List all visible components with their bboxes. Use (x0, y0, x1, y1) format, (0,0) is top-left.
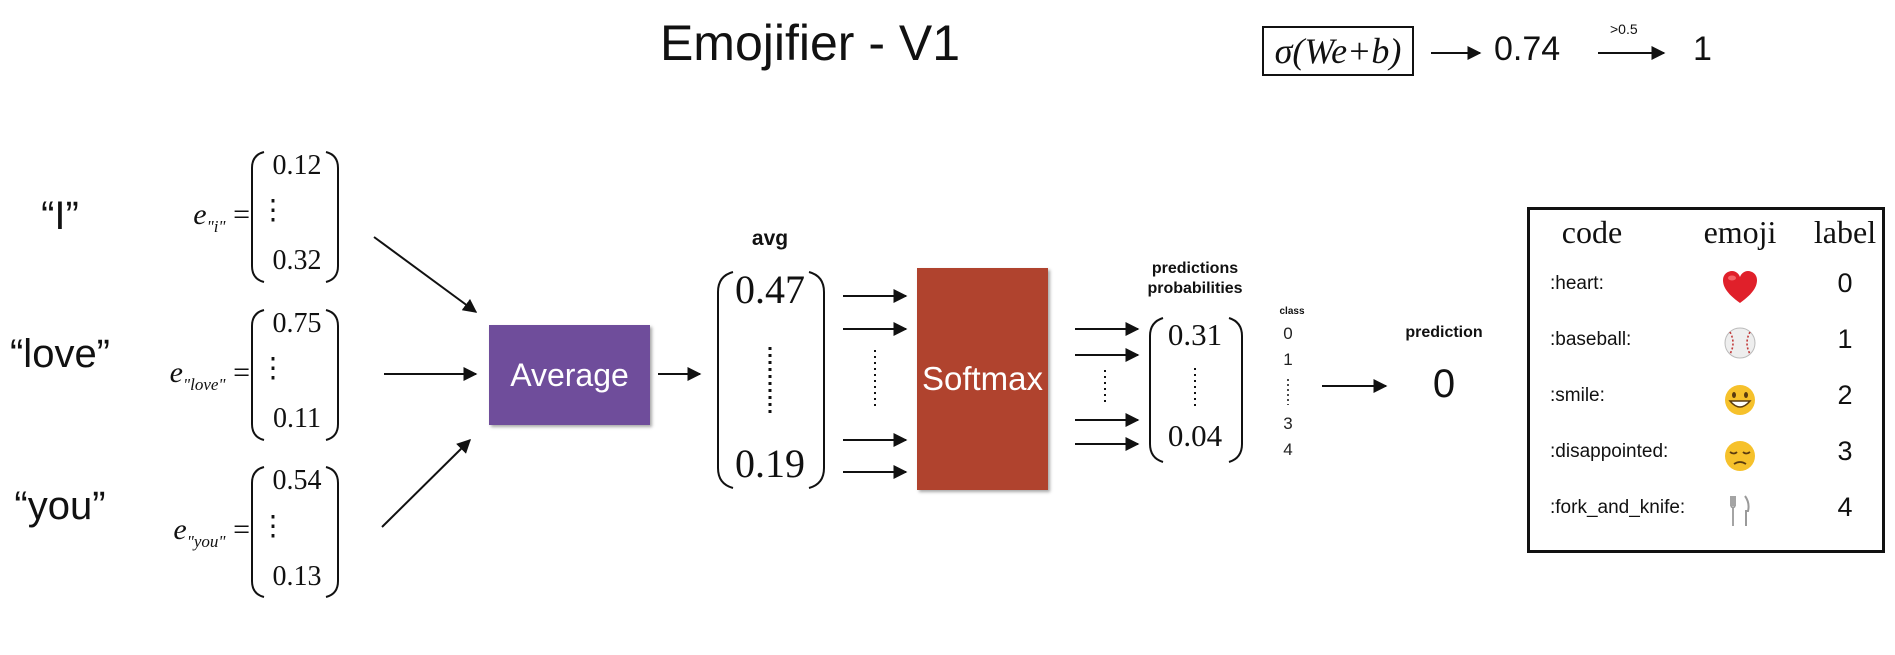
table-row-code: :disappointed: (1550, 441, 1669, 462)
table-row-code: :heart: (1550, 273, 1604, 294)
word-you: “you” (14, 484, 106, 528)
table-row-label: 3 (1837, 436, 1853, 466)
word-i: “I” (41, 194, 79, 238)
table-row-code: :fork_and_knife: (1550, 497, 1686, 518)
avg-vector-bottom: 0.19 (735, 441, 805, 486)
diagram-title: Emojifier - V1 (659, 15, 961, 71)
average-box: Average (489, 325, 650, 425)
vector-i-top: 0.12 (272, 150, 322, 181)
vector-i-bottom: 0.32 (272, 245, 322, 276)
vector-love-bottom: 0.11 (273, 403, 321, 434)
class-item: 3 (1283, 414, 1293, 433)
avg-label: avg (751, 227, 789, 250)
table-row-label: 2 (1837, 380, 1853, 410)
embedding-label-i: e"i" = (193, 198, 250, 236)
vector-you-dots: ⋮ (259, 511, 287, 542)
baseball-emoji-icon (1724, 327, 1756, 359)
table-row-code: :baseball: (1550, 329, 1632, 350)
prediction-value: 0 (1432, 362, 1456, 406)
class-label: class (1279, 306, 1305, 317)
fork-and-knife-emoji-icon (1730, 495, 1750, 526)
class-item: 1 (1283, 350, 1293, 369)
word-love: “love” (9, 332, 111, 376)
class-item: 4 (1283, 440, 1293, 459)
table-row-label: 0 (1837, 268, 1853, 298)
threshold-label: >0.5 (1610, 21, 1638, 37)
softmax-box: Softmax (917, 268, 1048, 490)
table-header-emoji: emoji (1703, 214, 1777, 250)
table-row-code: :smile: (1550, 385, 1605, 406)
avg-vector-top: 0.47 (735, 267, 805, 312)
class-item: 0 (1283, 324, 1293, 343)
sigmoid-output-value: 0.74 (1494, 30, 1561, 68)
disappointed-emoji-icon (1725, 441, 1755, 471)
table-header-code: code (1561, 214, 1623, 250)
vector-you-bottom: 0.13 (272, 561, 322, 592)
prediction-label: prediction (1405, 324, 1483, 341)
vector-love-top: 0.75 (272, 308, 322, 339)
sigmoid-formula-box: σ(We+b) (1262, 26, 1414, 76)
table-header-label: label (1813, 214, 1877, 250)
embedding-label-you: e"you" = (173, 513, 250, 551)
probability-top: 0.31 (1167, 317, 1223, 352)
smile-emoji-icon (1725, 385, 1755, 415)
emoji-label-table: code emoji label :heart: 0 :baseball: 1 … (1527, 207, 1885, 553)
heart-emoji-icon (1723, 271, 1757, 303)
probability-bottom: 0.04 (1167, 418, 1223, 453)
binary-output-value: 1 (1693, 30, 1712, 68)
embedding-label-love: e"love" = (169, 356, 250, 394)
vector-i-dots: ⋮ (259, 195, 287, 226)
table-row-label: 1 (1837, 324, 1853, 354)
probabilities-label: probabilities (1147, 280, 1243, 297)
predictions-label: predictions (1151, 260, 1239, 277)
vector-love-dots: ⋮ (259, 353, 287, 384)
vector-you-top: 0.54 (272, 465, 322, 496)
table-row-label: 4 (1837, 492, 1853, 522)
